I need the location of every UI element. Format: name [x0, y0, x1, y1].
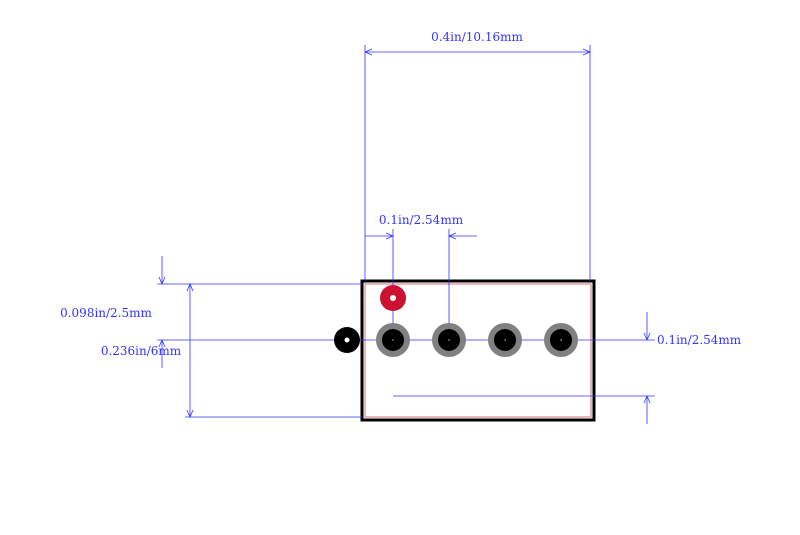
width-arrow-left	[363, 48, 373, 56]
offset-label: 0.098in/2.5mm	[60, 306, 152, 320]
width-arrow-right	[582, 48, 592, 56]
right-arrow-top	[643, 332, 651, 342]
dimension-lines	[157, 45, 655, 424]
pad-number: 3	[504, 338, 506, 342]
height-label: 0.236in/6mm	[101, 344, 182, 358]
pad-3: 3	[488, 323, 522, 357]
pitch-top-label: 0.1in/2.54mm	[379, 213, 464, 227]
pad-1: 1	[376, 323, 410, 357]
pad-2: 2	[432, 323, 466, 357]
pitch-arrow-left	[385, 232, 395, 240]
body-outline	[360, 279, 596, 422]
pad-number: 1	[392, 338, 394, 342]
pin1-marker	[380, 285, 406, 311]
pad-4: 4	[544, 323, 578, 357]
height-arrow-top	[186, 282, 194, 292]
pitch-arrow-right	[447, 232, 457, 240]
component-body	[360, 279, 596, 422]
width-label: 0.4in/10.16mm	[431, 30, 523, 44]
offset-arrow-bottom	[158, 338, 166, 348]
pitch-right-label: 0.1in/2.54mm	[657, 333, 742, 347]
pad-number: 4	[560, 338, 562, 342]
offset-arrow-top	[158, 276, 166, 286]
origin-marker	[334, 327, 360, 353]
courtyard-outline	[364, 283, 592, 418]
pad-number: 2	[448, 338, 450, 342]
height-arrow-bottom	[186, 409, 194, 419]
right-arrow-bottom	[643, 394, 651, 404]
